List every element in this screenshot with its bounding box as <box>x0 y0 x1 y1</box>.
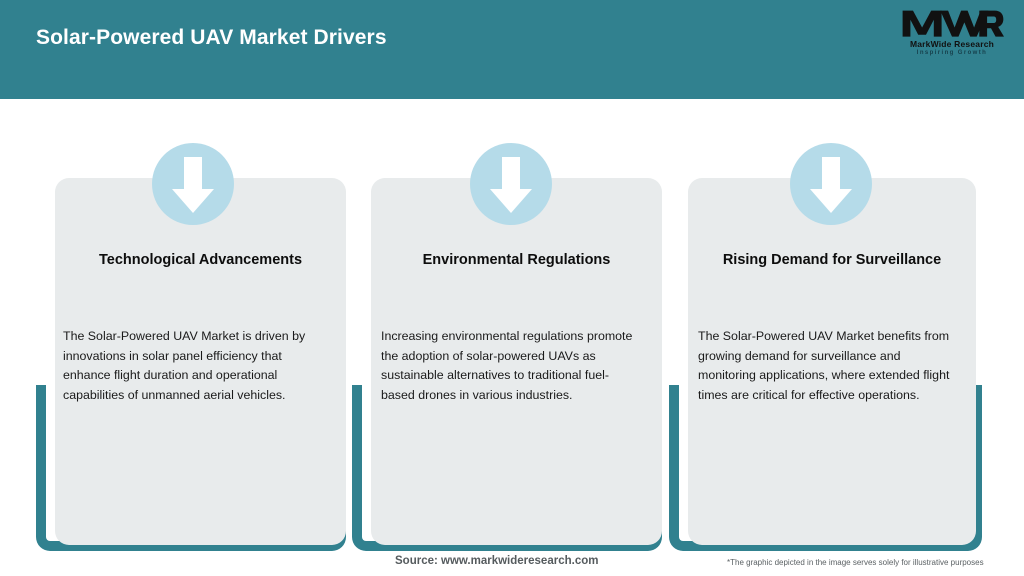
card-panel-3 <box>688 178 976 545</box>
mwr-logo-icon <box>902 10 1004 37</box>
card-body-1: The Solar-Powered UAV Market is driven b… <box>63 329 306 402</box>
card-panel-2 <box>371 178 662 545</box>
brand-logo: MarkWide Research Inspiring Growth <box>900 8 1004 62</box>
down-arrow-icon-1 <box>152 143 234 225</box>
card-body-2: Increasing environmental regulations pro… <box>381 329 633 402</box>
logo-company-name: MarkWide Research <box>909 39 995 49</box>
card-title-1: Technological Advancements <box>98 252 303 268</box>
cards-stage: Technological Advancements The Solar-Pow… <box>0 99 1024 576</box>
card-title-2: Environmental Regulations <box>422 252 611 268</box>
logo-tagline: Inspiring Growth <box>916 50 988 56</box>
card-accent-frame-3 <box>669 385 982 551</box>
header-bar: Solar-Powered UAV Market Drivers MarkWid… <box>0 0 1024 99</box>
down-arrow-icon-3 <box>790 143 872 225</box>
card-body-3: The Solar-Powered UAV Market benefits fr… <box>698 329 950 402</box>
card-panel-1 <box>55 178 346 545</box>
source-label: Source: www.markwideresearch.com <box>395 555 599 567</box>
disclaimer-label: *The graphic depicted in the image serve… <box>727 558 984 567</box>
card-title-3: Rising Demand for Surveillance <box>722 252 942 268</box>
down-arrow-icon-2 <box>470 143 552 225</box>
page-title: Solar-Powered UAV Market Drivers <box>36 26 387 49</box>
